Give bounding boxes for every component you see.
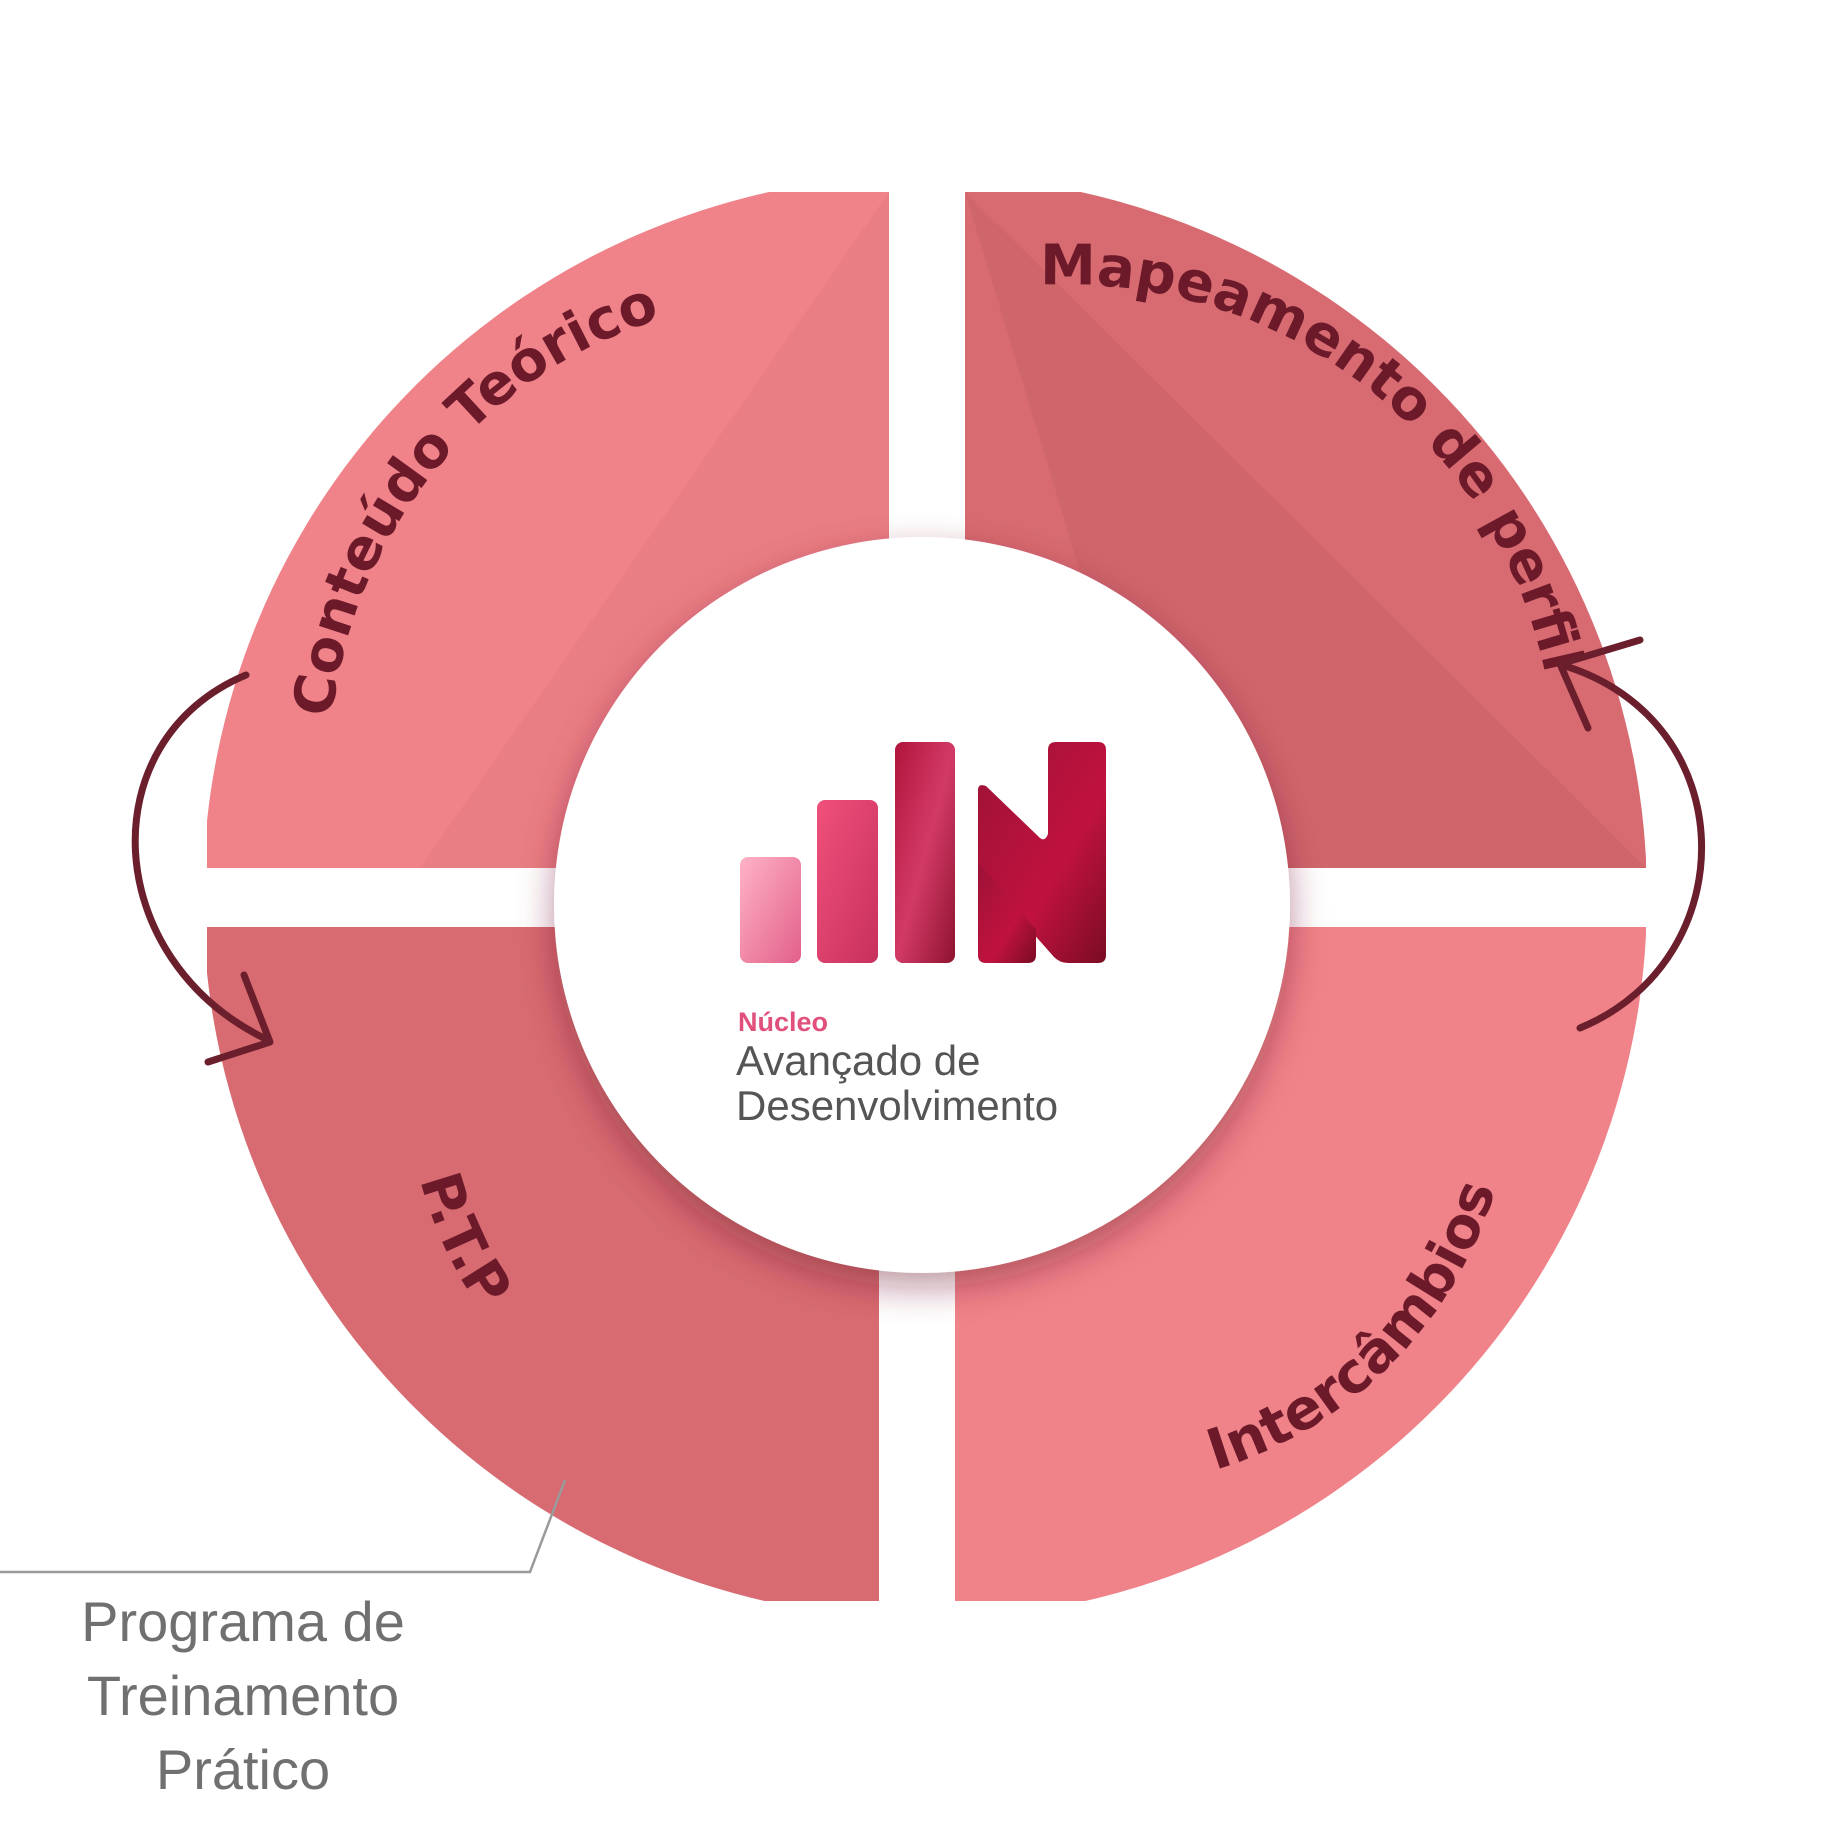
logo-line-nucleo: Núcleo: [738, 1007, 828, 1037]
footnote-leader-line: [0, 1479, 567, 1574]
bars-n-logo-icon: [740, 742, 1106, 963]
logo-line-avancado: Avançado de: [736, 1037, 980, 1084]
footnote-line-1: Programa de: [81, 1590, 405, 1653]
footnote-program-description: Programa de Treinamento Prático: [8, 1585, 478, 1807]
footnote-line-2: Treinamento: [86, 1664, 400, 1727]
center-logo-badge: Núcleo Avançado de Desenvolvimento: [554, 537, 1290, 1273]
footnote-line-3: Prático: [155, 1738, 331, 1801]
logo-line-desenvolvimento: Desenvolvimento: [736, 1082, 1058, 1129]
curved-arrow-up-icon: [1556, 636, 1706, 1032]
curved-arrow-down-icon: [131, 671, 274, 1066]
